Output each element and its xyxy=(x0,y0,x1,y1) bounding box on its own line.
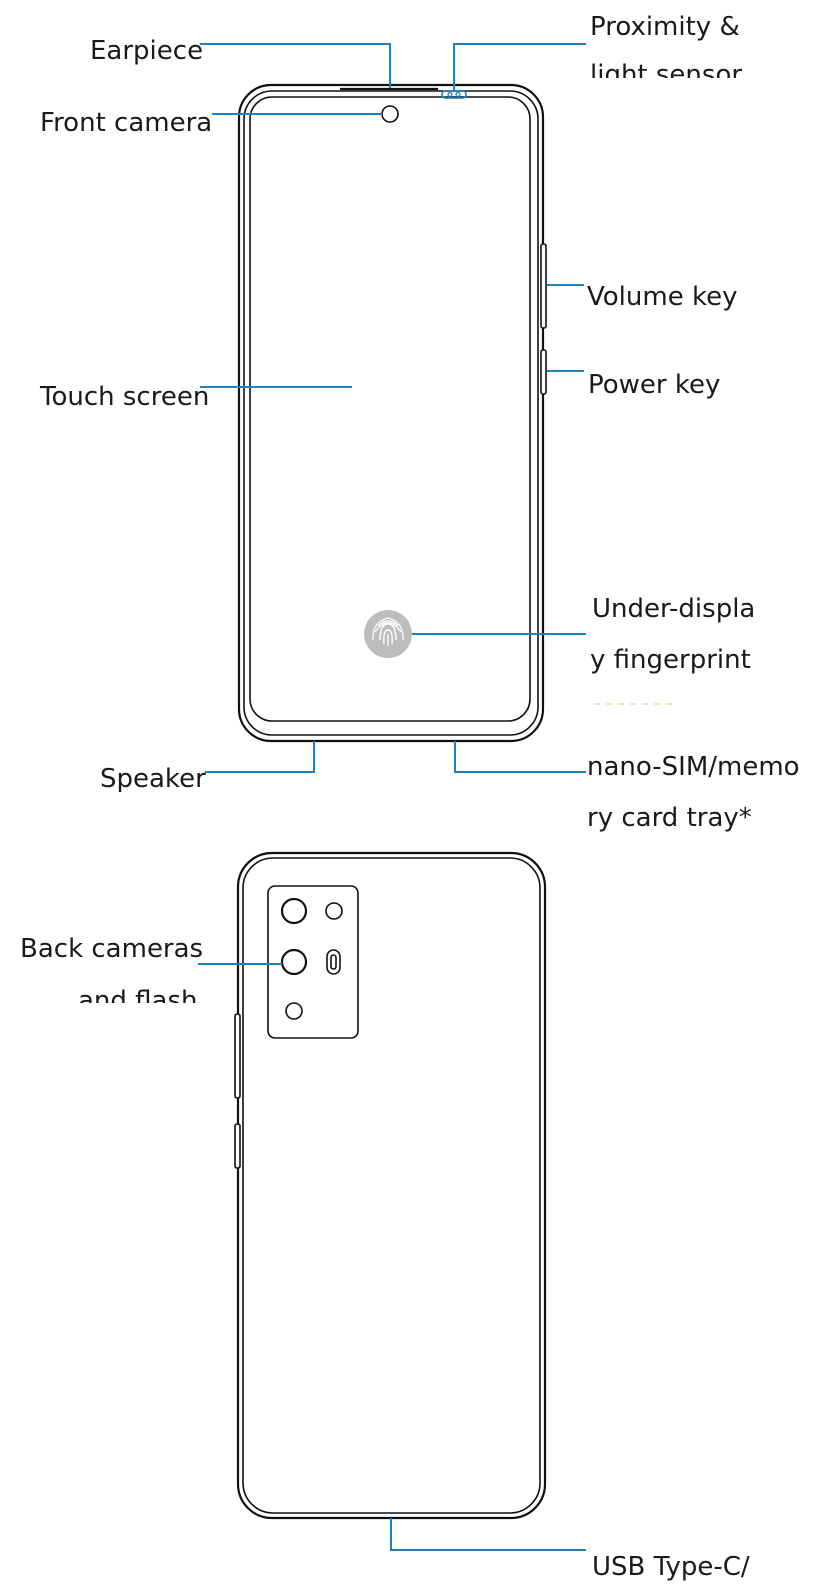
label-sim-line1: nano-SIM/memo xyxy=(587,752,800,782)
fingerprint-icon xyxy=(364,610,412,658)
label-proximity-line2-clip: light sensor xyxy=(590,60,810,78)
label-proximity-line1: Proximity & xyxy=(590,12,740,42)
front-view xyxy=(237,83,547,743)
camera-module xyxy=(267,885,359,1039)
label-under-display-line1: Under-displa xyxy=(592,594,756,624)
back-volume-key xyxy=(234,1013,241,1099)
label-back-cameras-line2-clip: and flash xyxy=(78,986,218,1003)
label-earpiece: Earpiece xyxy=(90,36,204,66)
back-body-outline xyxy=(236,851,547,1520)
label-under-display-line2: y fingerprint xyxy=(590,645,751,675)
flash-inner xyxy=(330,954,337,970)
label-speaker: Speaker xyxy=(100,766,206,792)
back-camera-macro xyxy=(285,1002,303,1020)
power-key xyxy=(540,349,547,395)
usb-leader xyxy=(390,1518,586,1551)
touch-screen xyxy=(249,96,531,722)
front-frame-inner xyxy=(243,90,539,736)
back-power-key xyxy=(234,1123,241,1169)
front-camera-icon xyxy=(381,105,399,123)
back-camera-small xyxy=(325,902,343,920)
back-camera-main xyxy=(280,897,308,925)
label-sim-line2: ry card tray* xyxy=(587,803,752,833)
label-volume-key: Volume key xyxy=(587,282,738,312)
back-view xyxy=(234,851,547,1520)
speaker-leader xyxy=(205,741,315,773)
label-front-camera: Front camera xyxy=(40,108,213,138)
label-touch-screen: Touch screen xyxy=(40,382,210,412)
volume-key xyxy=(540,243,547,329)
proximity-leader xyxy=(453,43,586,91)
leader-lines xyxy=(198,43,586,1551)
label-usb: USB Type-C/ xyxy=(592,1552,750,1582)
earpiece-leader xyxy=(200,43,391,88)
sim-tray-leader xyxy=(454,741,586,773)
label-proximity-line2: light sensor xyxy=(590,60,743,78)
label-speaker-clip: Speaker xyxy=(100,766,230,792)
label-back-cameras-line2: and flash xyxy=(78,986,198,1003)
back-body-inner xyxy=(242,857,541,1514)
label-back-cameras-line1: Back cameras xyxy=(20,934,204,964)
flash-icon xyxy=(326,949,341,975)
back-camera-secondary xyxy=(280,948,308,976)
label-power-key: Power key xyxy=(588,370,721,400)
